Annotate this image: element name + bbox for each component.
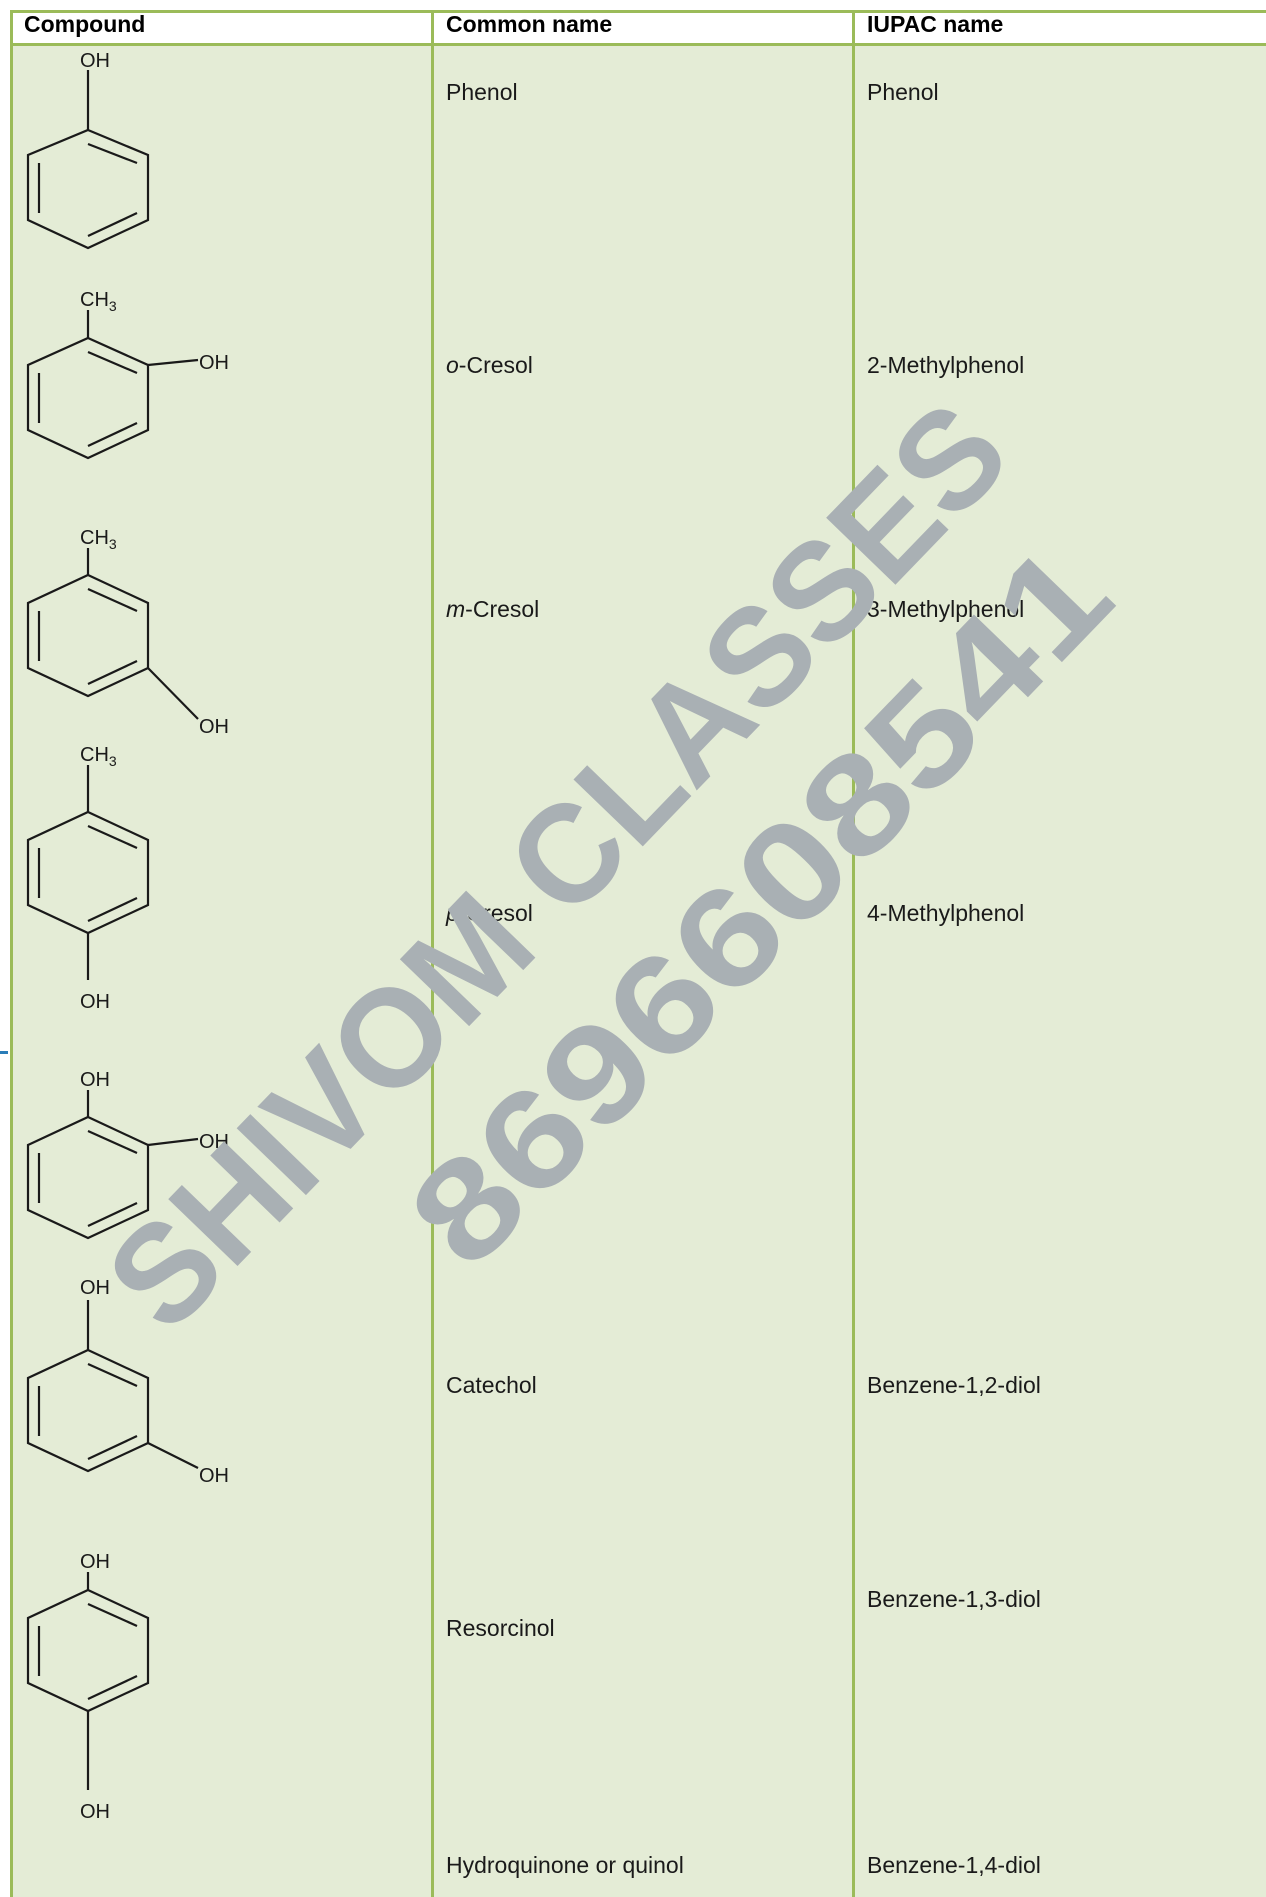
header-common-name: Common name	[446, 11, 613, 37]
iupac-name-cell: Benzene-1,3-diol	[867, 1586, 1041, 1612]
table-body	[12, 46, 1266, 1897]
common-name-cell: Resorcinol	[446, 1615, 555, 1641]
column-border-2	[852, 10, 855, 1897]
hydroquinone-structure: OH OH	[26, 1551, 150, 1823]
svg-text:CH3: CH3	[80, 527, 117, 552]
margin-marker	[0, 1051, 8, 1054]
column-border-left	[10, 10, 13, 1897]
common-name-cell: Catechol	[446, 1372, 537, 1398]
header-bottom-border	[10, 43, 1266, 46]
common-name-cell: p-Cresol	[446, 900, 533, 926]
resorcinol-structure: OH OH	[26, 1277, 229, 1487]
svg-text:OH: OH	[80, 1277, 110, 1299]
svg-text:OH: OH	[199, 1131, 229, 1153]
iupac-name-cell: 3-Methylphenol	[867, 596, 1025, 622]
common-name-cell: m-Cresol	[446, 596, 540, 622]
o-cresol-structure: CH3 OH	[26, 289, 229, 460]
svg-text:OH: OH	[80, 50, 110, 72]
svg-text:CH3: CH3	[80, 289, 117, 314]
common-name-cell: Phenol	[446, 79, 518, 105]
common-name-cell: o-Cresol	[446, 352, 533, 378]
svg-text:OH: OH	[80, 1801, 110, 1823]
m-cresol-structure: CH3 OH	[26, 527, 229, 738]
svg-text:OH: OH	[80, 991, 110, 1013]
svg-text:OH: OH	[199, 716, 229, 738]
table-header-row	[12, 12, 1266, 44]
iupac-name-cell: 2-Methylphenol	[867, 352, 1025, 378]
svg-text:OH: OH	[199, 352, 229, 374]
column-border-1	[431, 10, 434, 1897]
table-top-border	[10, 10, 1266, 13]
p-cresol-structure: CH3 OH	[26, 744, 150, 1013]
iupac-name-cell: 4-Methylphenol	[867, 900, 1025, 926]
catechol-structure: OH OH	[26, 1069, 229, 1240]
header-iupac-name: IUPAC name	[867, 11, 1004, 37]
common-name-cell: Hydroquinone or quinol	[446, 1852, 684, 1878]
svg-text:OH: OH	[199, 1465, 229, 1487]
iupac-name-cell: Benzene-1,2-diol	[867, 1372, 1041, 1398]
iupac-name-cell: Benzene-1,4-diol	[867, 1852, 1041, 1878]
svg-text:OH: OH	[80, 1069, 110, 1091]
svg-text:CH3: CH3	[80, 744, 117, 769]
svg-text:OH: OH	[80, 1551, 110, 1573]
header-compound: Compound	[24, 11, 146, 37]
iupac-name-cell: Phenol	[867, 79, 939, 105]
phenol-structure: OH	[26, 50, 150, 250]
compound-structures: OH CH3 OH CH3 OH	[26, 50, 229, 1823]
